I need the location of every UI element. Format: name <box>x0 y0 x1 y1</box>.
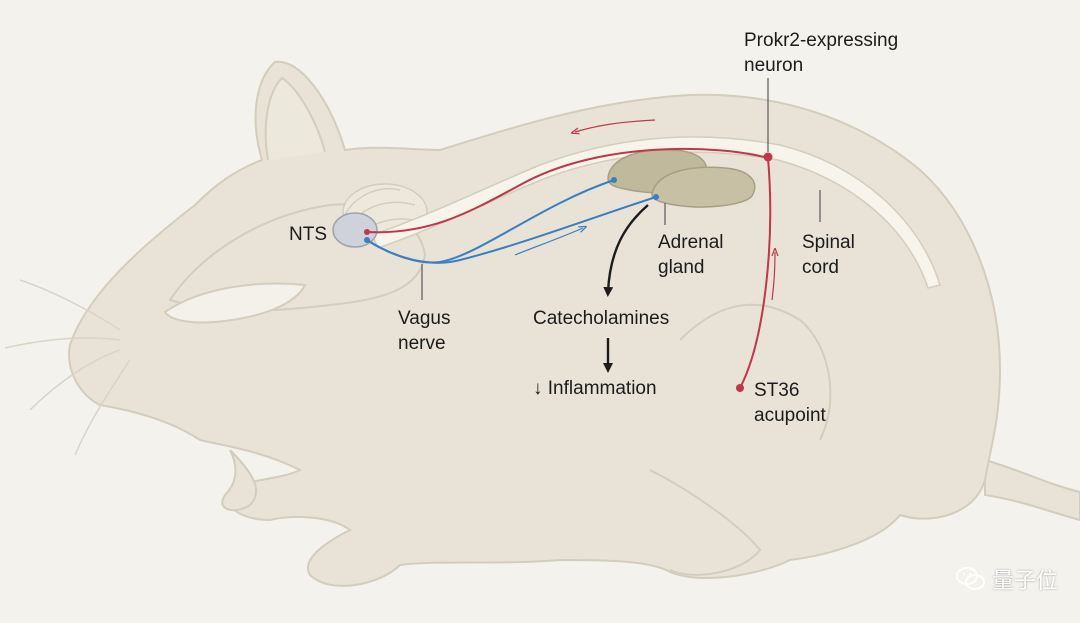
vagus-dot-1 <box>611 177 617 183</box>
hip-line <box>679 303 832 441</box>
adrenal-to-catecholamines-arrow <box>603 204 649 297</box>
st36-dot <box>736 384 744 392</box>
st36-acupoint-label: ST36 acupoint <box>754 380 826 426</box>
adrenal-gland-right <box>651 166 756 208</box>
wechat-icon <box>955 567 985 590</box>
mouse-skull <box>168 203 427 312</box>
red-flow-arrow-left <box>575 119 656 132</box>
watermark-text: 量子位 <box>991 569 1058 594</box>
nts-blue-dot <box>364 237 370 243</box>
mouse-eye <box>163 282 307 324</box>
red-flow-arrow-up <box>771 252 775 301</box>
prokr2-pathway <box>366 147 772 389</box>
nts-label: NTS <box>289 224 327 245</box>
adrenal-gland-label: Adrenal gland <box>658 232 724 278</box>
mouse-ear <box>264 76 326 161</box>
spinal-cord-label: Spinal cord <box>802 232 855 278</box>
front-leg <box>221 449 257 512</box>
prokr2-neuron-dot <box>763 152 773 162</box>
hind-leg <box>649 469 762 576</box>
catecholamines-label: Catecholamines <box>533 308 670 329</box>
watermark: 量子位 <box>955 563 1058 595</box>
vagus-dot-2 <box>653 194 659 200</box>
mouse-tail <box>984 458 1080 522</box>
adrenal-glands <box>607 149 756 208</box>
prokr2-label: Prokr2-expressing neuron <box>744 30 899 76</box>
inflammation-label: ↓ Inflammation <box>533 378 657 399</box>
spinal-cord <box>370 136 941 289</box>
vagus-nerve-label: Vagus nerve <box>398 308 451 354</box>
whiskers <box>4 279 131 456</box>
nts-red-dot <box>364 229 370 235</box>
blue-flow-arrow <box>514 228 583 256</box>
vagus-pathway-2 <box>366 196 657 264</box>
